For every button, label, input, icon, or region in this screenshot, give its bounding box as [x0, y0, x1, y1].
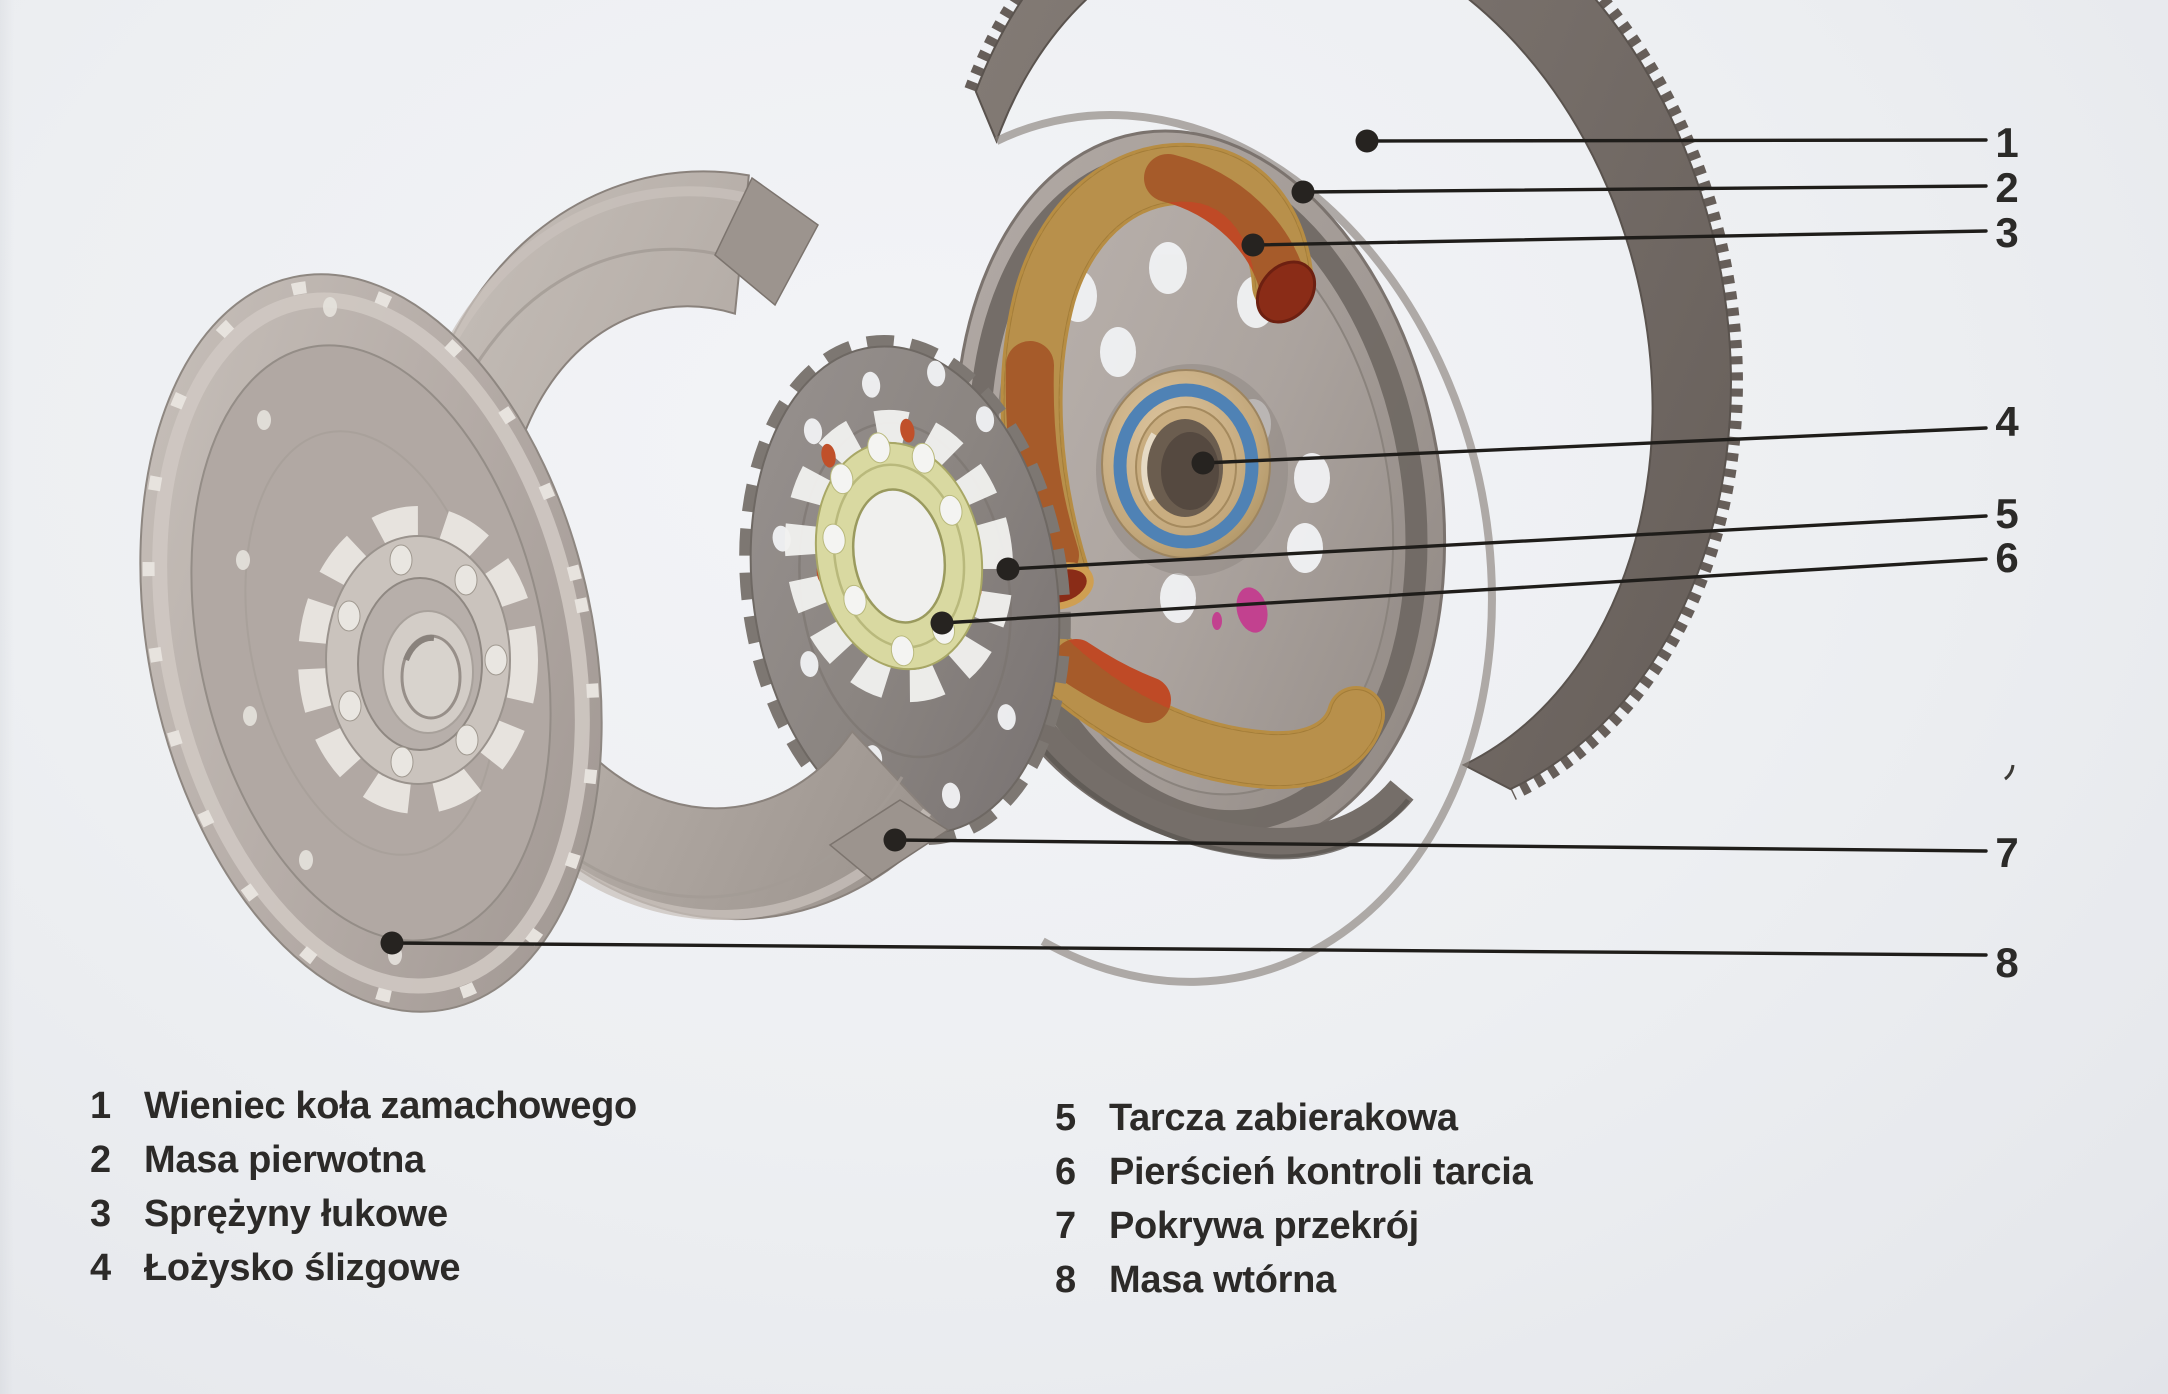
scan-speck — [2004, 764, 2015, 781]
legend-item-8: 8 Masa wtórna — [1055, 1253, 1532, 1307]
hub-bore-inner — [1161, 432, 1219, 510]
part-number: 1 — [90, 1084, 111, 1127]
callout-dot-3 — [1241, 233, 1265, 257]
part-label: Masa pierwotna — [144, 1138, 425, 1181]
part-number: 5 — [1055, 1096, 1076, 1139]
legend-column-right: 5 Tarcza zabierakowa 6 Pierścień kontrol… — [1055, 1091, 1533, 1307]
part-number: 8 — [1055, 1258, 1076, 1301]
hub-blue-ring — [1113, 383, 1259, 549]
callout-line-6 — [940, 557, 1988, 625]
arc-spring-lower — [1003, 611, 1385, 790]
hub-bore-shadow — [403, 634, 435, 662]
callout-number-4: 4 — [1995, 398, 2019, 445]
ring-gear — [964, 0, 1743, 986]
callout-line-2 — [1301, 184, 1988, 194]
friction-ring-mid-line — [832, 463, 966, 649]
part-number: 3 — [90, 1192, 111, 1235]
magenta-balancing-marks — [1212, 587, 1268, 633]
callout-line-8 — [390, 941, 1988, 957]
legend-item-5: 5 Tarcza zabierakowa — [1055, 1091, 1532, 1145]
callout-numbers: 1 2 3 4 5 6 7 8 — [1995, 119, 2019, 986]
callout-line-5 — [1006, 514, 1988, 571]
part-label: Sprężyny łukowe — [144, 1192, 448, 1235]
callout-line-1 — [1365, 138, 1988, 143]
spring-end-cap — [1255, 260, 1317, 324]
secondary-mass-hub — [298, 506, 538, 814]
callout-dot-7 — [883, 828, 907, 852]
hub-scallop-ring — [298, 506, 538, 814]
part-label: Pokrywa przekrój — [1109, 1204, 1419, 1247]
legend-item-2: 2 Masa pierwotna — [90, 1133, 637, 1187]
callout-number-8: 8 — [1995, 939, 2018, 986]
callout-line-7 — [893, 838, 1988, 853]
part-number: 6 — [1055, 1150, 1076, 1193]
part-label: Masa wtórna — [1109, 1258, 1336, 1301]
callout-number-7: 7 — [1995, 829, 2018, 876]
drive-plate-scallop-edge — [739, 334, 1071, 846]
legend-item-1: 1 Wieniec koła zamachowego — [90, 1079, 637, 1133]
part-label: Łożysko ślizgowe — [144, 1246, 461, 1289]
callout-dots — [380, 129, 1379, 955]
legend-item-4: 4 Łożysko ślizgowe — [90, 1241, 637, 1295]
slide-bearing-hub — [1096, 364, 1288, 576]
legend-item-7: 7 Pokrywa przekrój — [1055, 1199, 1532, 1253]
arc-spring-upper — [1000, 142, 1317, 610]
secondary-rim-slots — [142, 280, 600, 1006]
callout-number-2: 2 — [1995, 164, 2018, 211]
legend-item-3: 3 Sprężyny łukowe — [90, 1187, 637, 1241]
callout-dot-2 — [1291, 180, 1315, 204]
callout-dot-8 — [380, 931, 404, 955]
callouts — [390, 138, 1988, 957]
hub-bore-highlight — [1141, 432, 1157, 502]
callout-dot-5 — [996, 557, 1020, 581]
part-number: 7 — [1055, 1204, 1076, 1247]
callout-line-3 — [1251, 229, 1988, 247]
secondary-rim-band — [152, 292, 590, 994]
callout-dot-6 — [930, 611, 954, 635]
cover-cut-face-top — [714, 176, 819, 307]
callout-number-3: 3 — [1995, 209, 2018, 256]
part-label: Tarcza zabierakowa — [1109, 1096, 1458, 1139]
secondary-mass — [139, 273, 603, 1013]
callout-dot-4 — [1191, 451, 1215, 475]
flange-white-scallops — [784, 409, 1014, 703]
friction-ring-bore — [851, 488, 947, 624]
callout-number-5: 5 — [1995, 490, 2018, 537]
ring-gear-band — [974, 0, 1732, 791]
part-number: 2 — [90, 1138, 111, 1181]
callout-dot-1 — [1355, 129, 1379, 153]
callout-number-1: 1 — [1995, 119, 2018, 166]
part-label: Wieniec koła zamachowego — [144, 1084, 637, 1127]
legend-column-left: 1 Wieniec koła zamachowego 2 Masa pierwo… — [90, 1079, 637, 1295]
ring-gear-inner-sheen — [994, 111, 1496, 986]
legend-item-6: 6 Pierścień kontroli tarcia — [1055, 1145, 1533, 1199]
callout-line-4 — [1201, 426, 1988, 465]
part-number: 4 — [90, 1246, 111, 1289]
part-label: Pierścień kontroli tarcia — [1109, 1150, 1533, 1193]
hub-bolt-holes — [337, 544, 508, 778]
callout-number-6: 6 — [1995, 534, 2018, 581]
